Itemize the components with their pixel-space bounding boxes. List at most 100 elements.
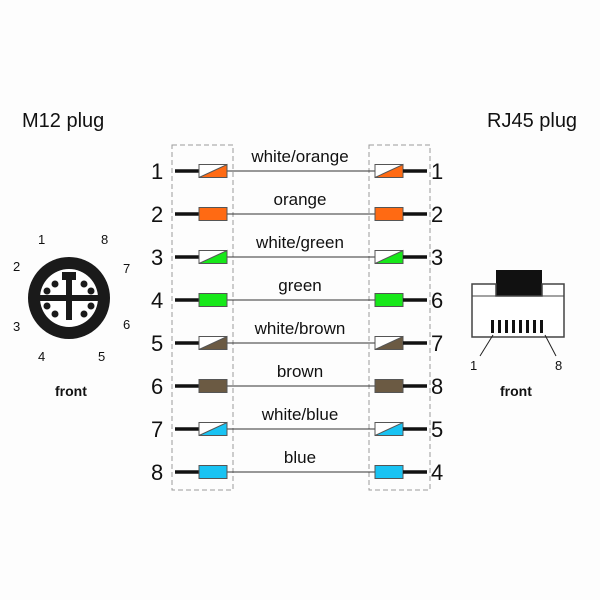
wire-row: 2 2 orange [151,190,443,227]
right-wire-swatch [374,335,404,350]
m12-pin-label-7: 7 [123,261,130,276]
wire-row: 3 3 white/green [151,233,443,270]
rj45-front-view: 1 8 front [470,270,565,399]
right-wire-swatch [374,465,404,479]
left-pin-number: 1 [151,159,163,184]
wire-color-label: white/orange [250,147,348,166]
m12-pin-hole [43,302,51,310]
right-pin-number: 7 [431,331,443,356]
wire-color-label: orange [274,190,327,209]
right-pin-number: 2 [431,202,443,227]
right-pin-number: 1 [431,159,443,184]
right-wire-swatch [374,163,404,178]
wire-color-label: white/brown [254,319,346,338]
m12-pin-hole [51,310,59,318]
left-pin-number: 5 [151,331,163,356]
rj45-contact [540,320,543,333]
rj45-pin8-leader [544,334,557,357]
left-wire-swatch [198,249,228,264]
left-pin-number: 4 [151,288,163,313]
m12-pin-label-2: 2 [13,259,20,274]
m12-pin-hole [80,280,88,288]
left-wire-swatch [198,163,228,178]
m12-front-caption: front [55,383,87,399]
right-wire-swatch-fill [374,465,404,479]
right-wire-swatch [374,249,404,264]
wire-color-label: white/blue [261,405,339,424]
wire-rows: 1 1 white/orange 2 2 orange 3 3 white/green 4 6 gre… [151,147,443,485]
wire-color-label: brown [277,362,323,381]
left-pin-number: 7 [151,417,163,442]
m12-pin-label-1: 1 [38,232,45,247]
rj45-contact [526,320,529,333]
left-wire-swatch-stripe [198,163,228,178]
left-wire-swatch [198,207,228,221]
m12-pin-hole [87,287,95,295]
rj45-contact [519,320,522,333]
left-wire-swatch [198,379,228,393]
right-wire-swatch-fill [374,379,404,393]
wire-row: 5 7 white/brown [151,319,443,356]
wire-color-label: green [278,276,321,295]
right-wire-swatch [374,421,404,436]
rj45-contacts [491,320,543,333]
m12-pin-label-8: 8 [101,232,108,247]
rj45-contact [491,320,494,333]
right-wire-swatch [374,293,404,307]
right-wire-swatch [374,207,404,221]
left-connector-frame [171,144,234,491]
left-pin-number: 8 [151,460,163,485]
m12-pin-hole [43,287,51,295]
m12-key-vertical [66,276,72,320]
right-pin-number: 4 [431,460,443,485]
m12-pin-label-5: 5 [98,349,105,364]
rj45-pin-label-1: 1 [470,358,477,373]
right-pin-number: 8 [431,374,443,399]
m12-key-notch [62,272,76,280]
wire-color-label: white/green [255,233,344,252]
wire-color-label: blue [284,448,316,467]
left-wire-swatch-fill [198,293,228,307]
right-pin-number: 5 [431,417,443,442]
rj45-plug-title: RJ45 plug [487,110,577,132]
left-wire-swatch [198,421,228,436]
left-wire-swatch-stripe [198,421,228,436]
m12-plug-title: M12 plug [22,110,104,132]
left-wire-swatch [198,293,228,307]
wire-row: 4 6 green [151,276,443,313]
left-wire-swatch [198,335,228,350]
m12-front-view: 1 8 2 7 3 6 4 5 front [13,232,130,399]
left-wire-swatch-fill [198,465,228,479]
right-connector-frame [368,144,431,491]
rj45-contact [505,320,508,333]
rj45-front-caption: front [500,383,532,399]
left-wire-swatch-fill [198,207,228,221]
left-pin-number: 3 [151,245,163,270]
m12-pin-label-6: 6 [123,317,130,332]
m12-pin-label-4: 4 [38,349,45,364]
left-wire-swatch [198,465,228,479]
right-wire-swatch-fill [374,293,404,307]
rj45-contact [533,320,536,333]
right-pin-number: 6 [431,288,443,313]
m12-pin-hole [51,280,59,288]
rj45-pin1-leader [479,334,494,357]
right-pin-number: 3 [431,245,443,270]
right-wire-swatch [374,379,404,393]
m12-pin-label-3: 3 [13,319,20,334]
wire-row: 1 1 white/orange [151,147,443,184]
m12-pin-hole [87,302,95,310]
wire-row: 7 5 white/blue [151,405,443,442]
rj45-latch [496,270,542,296]
rj45-pin-label-8: 8 [555,358,562,373]
wire-row: 8 4 blue [151,448,443,485]
left-wire-swatch-stripe [198,335,228,350]
m12-pin-hole [80,310,88,318]
rj45-contact [512,320,515,333]
left-wire-swatch-stripe [198,249,228,264]
left-pin-number: 2 [151,202,163,227]
left-wire-swatch-fill [198,379,228,393]
